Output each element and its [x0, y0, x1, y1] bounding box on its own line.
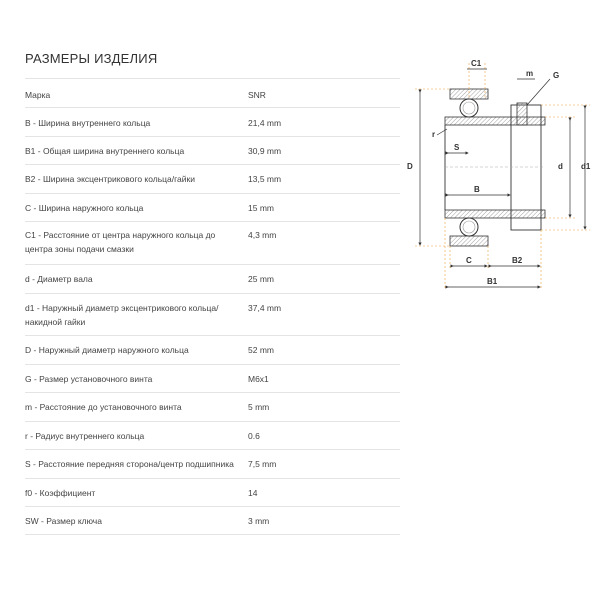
- spec-value: 15 mm: [248, 203, 274, 213]
- label-D: D: [407, 162, 413, 171]
- table-row: D - Наружный диаметр наружного кольца 52…: [25, 335, 400, 364]
- ball-top-inner: [462, 101, 476, 115]
- table-row: f0 - Коэффициент 14: [25, 478, 400, 506]
- ball-bottom-inner: [462, 220, 476, 234]
- label-m: m: [526, 69, 533, 78]
- spec-value: 3 mm: [248, 516, 270, 526]
- set-screw: [516, 102, 528, 126]
- bearing-drawing: C1 m G r S B D d d1 C B2 B1: [407, 59, 591, 290]
- table-row: C1 - Расстояние от центра наружного коль…: [25, 221, 400, 264]
- spec-name: B1 - Общая ширина внутреннего кольца: [25, 146, 185, 156]
- label-C1: C1: [471, 59, 482, 68]
- table-row: r - Радиус внутреннего кольца 0.6: [25, 421, 400, 449]
- table-row: d - Диаметр вала 25 mm: [25, 264, 400, 293]
- spec-value: 37,4 mm: [248, 303, 282, 313]
- inner-ring-bottom: [444, 209, 546, 219]
- outer-ring-top: [449, 88, 489, 100]
- leader-r: [436, 128, 448, 136]
- table-row: d1 - Наружный диаметр эксцентрикового ко…: [25, 293, 400, 335]
- label-C: C: [466, 256, 472, 265]
- label-G: G: [553, 71, 559, 80]
- spec-name: f0 - Коэффициент: [25, 488, 96, 498]
- spec-name: B - Ширина внутреннего кольца: [25, 118, 151, 128]
- table-row: B - Ширина внутреннего кольца 21,4 mm: [25, 107, 400, 136]
- spec-value: 21,4 mm: [248, 118, 282, 128]
- spec-value: 13,5 mm: [248, 174, 282, 184]
- table-row: B1 - Общая ширина внутреннего кольца 30,…: [25, 136, 400, 164]
- label-B2: B2: [512, 256, 523, 265]
- inner-ring-top: [444, 116, 546, 126]
- leader-G: [526, 78, 551, 106]
- spec-name: C1 - Расстояние от центра наружного коль…: [25, 230, 216, 254]
- table-row: Марка SNR: [25, 78, 400, 107]
- table-row: B2 - Ширина эксцентрикового кольца/гайки…: [25, 164, 400, 193]
- page-title: РАЗМЕРЫ ИЗДЕЛИЯ: [25, 51, 158, 66]
- label-d: d: [558, 162, 563, 171]
- table-row: SW - Размер ключа 3 mm: [25, 506, 400, 535]
- outer-ring-bottom: [449, 235, 489, 247]
- label-d1: d1: [581, 162, 591, 171]
- table-row: G - Размер установочного винта M6x1: [25, 364, 400, 392]
- spec-value: 52 mm: [248, 345, 274, 355]
- spec-value: 5 mm: [248, 402, 270, 412]
- label-B1: B1: [487, 277, 498, 286]
- table-row: C - Ширина наружного кольца 15 mm: [25, 193, 400, 221]
- spec-value: 14: [248, 488, 258, 498]
- bearing-dimension-diagram: C1 m G r S B D d d1 C B2 B1: [405, 55, 595, 295]
- spec-name: d - Диаметр вала: [25, 274, 93, 284]
- spec-name: D - Наружный диаметр наружного кольца: [25, 345, 189, 355]
- label-S: S: [454, 143, 460, 152]
- spec-name: B2 - Ширина эксцентрикового кольца/гайки: [25, 174, 195, 184]
- label-r: r: [432, 130, 435, 139]
- spec-value: 0.6: [248, 431, 260, 441]
- label-B: B: [474, 185, 480, 194]
- spec-value: 4,3 mm: [248, 230, 277, 240]
- table-row: m - Расстояние до установочного винта 5 …: [25, 392, 400, 421]
- table-row: S - Расстояние передняя сторона/центр по…: [25, 449, 400, 478]
- spec-value: SNR: [248, 90, 266, 100]
- spec-name: d1 - Наружный диаметр эксцентрикового ко…: [25, 303, 219, 327]
- spec-name: m - Расстояние до установочного винта: [25, 402, 182, 412]
- spec-value: 7,5 mm: [248, 459, 277, 469]
- spec-value: 30,9 mm: [248, 146, 282, 156]
- spec-name: C - Ширина наружного кольца: [25, 203, 144, 213]
- spec-name: S - Расстояние передняя сторона/центр по…: [25, 459, 234, 469]
- spec-name: Марка: [25, 90, 51, 100]
- spec-name: r - Радиус внутреннего кольца: [25, 431, 145, 441]
- spec-value: M6x1: [248, 374, 269, 384]
- spec-value: 25 mm: [248, 274, 274, 284]
- spec-name: SW - Размер ключа: [25, 516, 102, 526]
- spec-table: Марка SNR B - Ширина внутреннего кольца …: [25, 78, 400, 535]
- spec-name: G - Размер установочного винта: [25, 374, 153, 384]
